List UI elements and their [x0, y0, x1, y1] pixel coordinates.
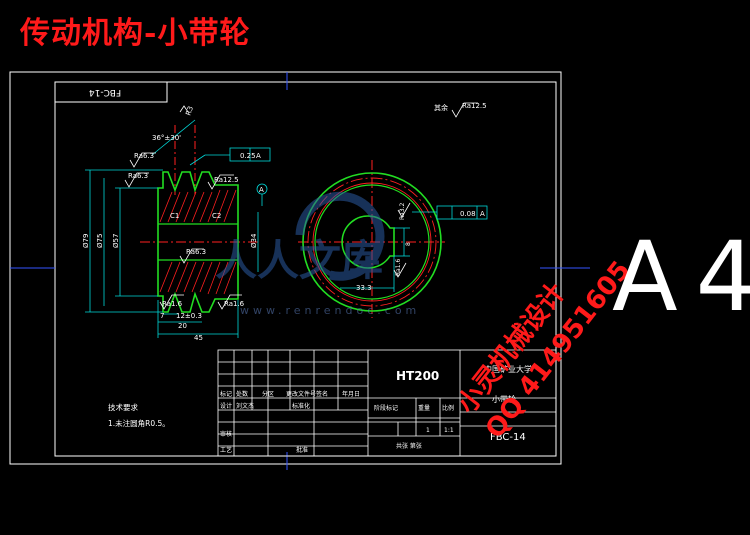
rough-left: Ra6.3 — [128, 172, 148, 180]
tech-line1: 1.未注圆角R0.5。 — [108, 418, 170, 428]
tb-qty: 1 — [426, 427, 430, 434]
tb-designer: 刘文杰 — [236, 402, 254, 410]
rough-bottom-right: Ra1.6 — [224, 300, 245, 308]
tb-sign: 签名 — [316, 390, 328, 398]
tb-scale: 比例 — [442, 404, 454, 412]
tech-heading: 技术要求 — [108, 402, 138, 412]
tb-stage: 阶段标记 — [374, 404, 398, 412]
rough-bottom-left: Ra1.6 — [162, 300, 183, 308]
rough-top: Ra6.3 — [134, 152, 154, 160]
runout-datum: A — [256, 152, 261, 160]
dim-key-h: 33.3 — [356, 284, 372, 292]
rough-rest-value: Ra12.5 — [462, 102, 487, 110]
tb-part-name: 小带轮 — [492, 394, 516, 404]
tb-review: 审核 — [220, 430, 232, 438]
rough-bore: Ra1.6 — [395, 259, 402, 276]
rough-rest-label: 其余 — [434, 103, 448, 112]
runout-value: 0.25 — [240, 152, 256, 160]
dim-d75: Ø75 — [96, 234, 104, 248]
dim-key-w: 8 — [405, 242, 412, 246]
dim-20: 20 — [178, 322, 187, 330]
rough-right: Ra12.5 — [214, 176, 239, 184]
datum-a: A — [259, 186, 264, 194]
tb-approve: 批准 — [296, 446, 308, 454]
dim-d57: Ø57 — [112, 234, 120, 248]
chamfer-c2: C2 — [212, 212, 221, 220]
chamfer-c1: C1 — [170, 212, 179, 220]
front-view: 其余 Ra12.5 0.08 A 33.3 Ra3.2 Ra1.6 8 — [298, 102, 488, 318]
dim-12: 12±0.3 — [176, 312, 202, 320]
dim-top: R3 — [184, 105, 195, 117]
dim-d30: Ø34 — [250, 233, 258, 248]
tb-date: 年月日 — [342, 390, 360, 398]
page-title: 传动机构-小带轮 — [20, 16, 251, 51]
code-box — [54, 81, 168, 103]
tb-scale-val: 1:1 — [444, 427, 454, 434]
tb-drawing-no: FBC-14 — [490, 432, 526, 443]
tb-count: 处数 — [236, 390, 248, 398]
tb-material: HT200 — [396, 369, 439, 383]
dim-45: 45 — [194, 334, 203, 342]
watermark-brand: 人人文库 — [215, 236, 383, 285]
dim-7: 7 — [160, 312, 164, 320]
tb-standard: 标准化 — [292, 402, 310, 410]
rough-hub: Ra6.3 — [186, 248, 206, 256]
tb-mark: 标记 — [220, 390, 232, 398]
code-box-text: FBC-14 — [89, 87, 121, 97]
tb-docno: 更改文件号 — [286, 390, 316, 398]
sym-value: 0.08 — [460, 210, 476, 218]
tb-zone: 分区 — [262, 390, 274, 398]
tb-sheets: 共张 第张 — [396, 442, 422, 450]
section-view: 36°±30' Ra6.3 Ra6.3 Ra12.5 0.25 A A Ra6.… — [82, 105, 271, 342]
dim-d79: Ø79 — [82, 234, 90, 248]
tb-university: 中国矿业大学 — [484, 364, 532, 374]
title-block — [217, 349, 557, 457]
watermark: 人人文库 www.renrendoc.com — [215, 191, 420, 317]
tb-weight: 重量 — [418, 404, 430, 412]
tb-design: 设计 — [220, 402, 232, 410]
tb-process: 工艺 — [220, 446, 232, 454]
dim-angle: 36°±30' — [152, 134, 181, 142]
sheet-size: A4 — [612, 221, 750, 333]
watermark-url: www.renrendoc.com — [240, 304, 420, 317]
sym-datum: A — [480, 210, 485, 218]
rough-keyway: Ra3.2 — [399, 203, 406, 220]
